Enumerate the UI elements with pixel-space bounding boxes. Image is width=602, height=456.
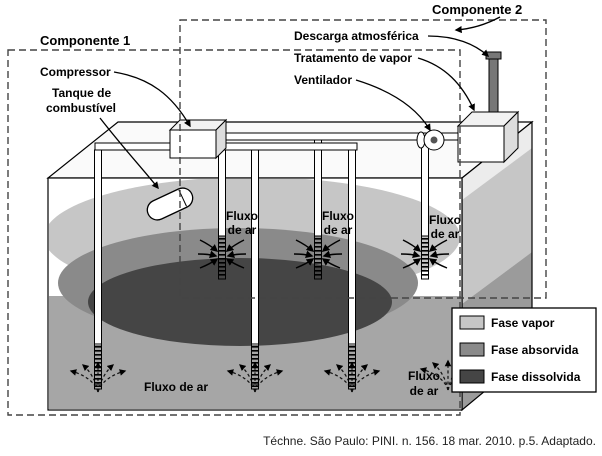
legend-label-absorbed: Fase absorvida xyxy=(491,343,579,357)
label-arrows xyxy=(99,16,501,190)
discharge-arrow xyxy=(427,35,490,57)
discharge-label: Descarga atmosférica xyxy=(294,29,419,43)
source-caption: Téchne. São Paulo: PINI. n. 156. 18 mar.… xyxy=(263,434,596,448)
component2-arrow xyxy=(454,16,501,34)
extraction-wells xyxy=(218,135,429,280)
compressor-label: Compressor xyxy=(40,65,111,79)
extraction-well xyxy=(218,135,226,280)
fuel-tank-label-line2: combustível xyxy=(46,101,116,115)
legend-swatch-vapor xyxy=(459,315,485,330)
fuel-tank-label-line1: Tanque de xyxy=(52,86,111,100)
component2-label: Componente 2 xyxy=(432,2,522,17)
fan-label: Ventilador xyxy=(294,73,352,87)
dissolved-phase-blob xyxy=(88,258,392,346)
legend-label-vapor: Fase vapor xyxy=(491,316,555,330)
compressor-arrow xyxy=(113,71,191,128)
legend: Fase vapor Fase absorvida Fase dissolvid… xyxy=(451,307,597,393)
airflow-label: Fluxo xyxy=(429,213,461,227)
vapor-treatment-unit xyxy=(456,110,520,164)
airflow-label-bottom: Fluxo de ar xyxy=(144,380,208,394)
legend-label-dissolved: Fase dissolvida xyxy=(491,370,581,384)
treatment-arrow xyxy=(417,57,475,112)
blower-fan-icon xyxy=(416,129,445,151)
treatment-label: Tratamento de vapor xyxy=(294,51,412,65)
airflow-label: de ar xyxy=(431,227,460,241)
legend-swatch-dissolved xyxy=(459,369,485,384)
component2-boundary xyxy=(179,19,547,299)
airflow-label: Fluxo xyxy=(322,209,354,223)
component1-label: Componente 1 xyxy=(40,33,130,48)
fuel-tank-arrow xyxy=(99,117,159,190)
airflow-label: Fluxo xyxy=(226,209,258,223)
legend-swatch-absorbed xyxy=(459,342,485,357)
airflow-label-bottom: Fluxo xyxy=(408,369,440,383)
airflow-labels: Fluxo de ar Fluxo de ar Fluxo de ar Flux… xyxy=(144,209,461,398)
airflow-label-bottom: de ar xyxy=(410,384,439,398)
airflow-label: de ar xyxy=(228,223,257,237)
airflow-label: de ar xyxy=(324,223,353,237)
chimney-stack xyxy=(485,51,502,115)
compressor-unit xyxy=(168,118,228,160)
component1-boundary xyxy=(7,49,461,416)
fan-arrow xyxy=(355,79,431,132)
